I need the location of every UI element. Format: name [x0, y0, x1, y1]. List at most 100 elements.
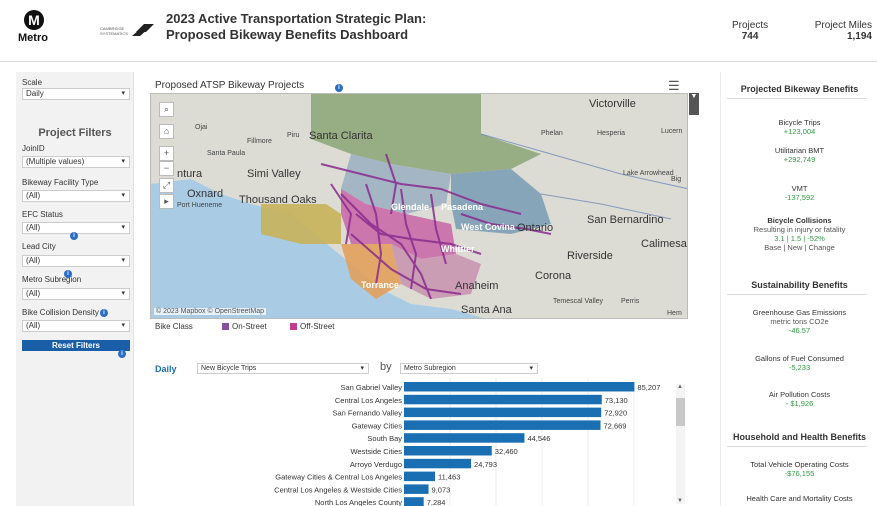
region-south-bay: [341, 244, 401, 299]
metric-value: - $1,926: [785, 399, 814, 408]
category-label: San Fernando Valley: [333, 409, 403, 418]
bar[interactable]: [404, 433, 525, 443]
filter-value: (All): [26, 289, 41, 298]
bar[interactable]: [404, 394, 602, 405]
place-label: Lake Arrowhead: [623, 170, 674, 177]
category-label: North Los Angeles County: [315, 498, 402, 506]
bar[interactable]: [404, 497, 424, 506]
scale-select[interactable]: Daily ▾: [22, 88, 130, 100]
place-label: Lucern: [661, 128, 683, 135]
page-title: 2023 Active Transportation Strategic Pla…: [166, 11, 426, 43]
place-label: Port Hueneme: [177, 202, 223, 209]
bar[interactable]: [404, 407, 602, 418]
divider: [727, 98, 867, 99]
project-map[interactable]: Victorville Ojai Fillmore Piru Santa Cla…: [150, 93, 688, 319]
info-icon[interactable]: i: [64, 270, 72, 278]
metric-health-care-costs: Health Care and Mortality Costs: [721, 494, 877, 503]
category-label: San Gabriel Valley: [340, 383, 402, 392]
metro-logo-text: Metro: [18, 32, 48, 44]
bar[interactable]: [404, 420, 601, 430]
map-pan-tool-button[interactable]: ⤢: [159, 178, 174, 193]
info-icon[interactable]: i: [70, 232, 78, 240]
map-search-button[interactable]: ⌕: [159, 102, 174, 117]
project-miles-label: Project Miles: [814, 20, 872, 31]
info-icon[interactable]: i: [118, 350, 126, 358]
map-canvas[interactable]: [151, 94, 688, 319]
bar[interactable]: [404, 471, 435, 482]
metric-select[interactable]: New Bicycle Trips ▾: [197, 363, 369, 374]
place-label: Calimesa: [641, 238, 687, 250]
map-ocean: [151, 179, 484, 318]
place-label: West Covina: [461, 222, 515, 232]
bar-value-label: 11,463: [438, 473, 460, 482]
benefits-panel: Projected Bikeway Benefits Bicycle Trips…: [720, 72, 877, 506]
metric-bicycle-collisions: Bicycle Collisions Resulting in injury o…: [721, 216, 877, 252]
category-label: South Bay: [367, 434, 402, 443]
place-label: Santa Paula: [207, 150, 246, 157]
bar-value-label: 85,207: [637, 383, 660, 392]
scale-label: Scale: [22, 78, 43, 87]
place-label: Oxnard: [187, 188, 224, 200]
filter-funnel-icon[interactable]: ▼: [689, 93, 699, 115]
section-title-sustainability: Sustainability Benefits: [751, 280, 848, 290]
project-miles-value: 1,194: [846, 31, 872, 42]
scroll-down-icon[interactable]: ▼: [677, 498, 683, 504]
bar[interactable]: [404, 458, 472, 469]
info-icon[interactable]: i: [100, 309, 108, 317]
metric-value: 3.1 | 1.5 | -52%: [774, 234, 825, 243]
place-label: Big: [671, 176, 682, 183]
filter-select-joinid[interactable]: (Multiple values) ▾: [22, 156, 130, 168]
bar-value-label: 32,460: [495, 447, 518, 456]
menu-icon[interactable]: ☰: [668, 78, 680, 93]
metric-value: +123,004: [783, 127, 816, 136]
bar[interactable]: [404, 382, 635, 392]
filter-value: (Multiple values): [26, 157, 85, 166]
bar-value-label: 7,284: [427, 498, 446, 506]
divider: [727, 294, 867, 295]
map-zoom-in-button[interactable]: +: [159, 146, 174, 161]
filter-select-collision-density[interactable]: (All) ▾: [22, 320, 130, 332]
region-san-gabriel: [451, 169, 551, 234]
map-home-button[interactable]: ⌂: [159, 124, 174, 139]
metric-sublabel: Base | New | Change: [764, 243, 835, 252]
partner-logo-text: CAMBRIDGE SYSTEMATICS: [100, 26, 128, 36]
legend-item-on-street[interactable]: On-Street: [222, 322, 267, 331]
place-label: San Bernardino: [587, 214, 664, 226]
scale-select-value: Daily: [26, 89, 44, 98]
bar[interactable]: [404, 484, 429, 494]
legend-swatch: [222, 323, 229, 331]
metric-utilitarian-bmt: Utilitarian BMT +292,749: [721, 146, 877, 164]
metric-value: -137,592: [784, 193, 815, 202]
chevron-down-icon: ▾: [121, 90, 125, 97]
chevron-down-icon: ▾: [121, 224, 125, 231]
map-zoom-out-button[interactable]: −: [159, 161, 174, 176]
chevron-down-icon: ▾: [121, 192, 125, 199]
chart-scrollbar[interactable]: ▲ ▼: [676, 384, 685, 504]
bar[interactable]: [404, 446, 492, 456]
filter-select-facility-type[interactable]: (All) ▾: [22, 190, 130, 202]
info-icon[interactable]: i: [334, 84, 343, 92]
place-label: Piru: [287, 132, 300, 139]
filter-select-metro-subregion[interactable]: (All) ▾: [22, 288, 130, 300]
map-title-text: Proposed ATSP Bikeway Projects: [155, 80, 305, 91]
group-by-select[interactable]: Metro Subregion ▾: [400, 363, 538, 374]
filter-select-lead-city[interactable]: (All) ▾: [22, 255, 130, 267]
scroll-up-icon[interactable]: ▲: [677, 384, 683, 390]
group-by-select-value: Metro Subregion: [404, 365, 456, 372]
scrollbar-thumb[interactable]: [676, 398, 685, 426]
metric-vehicle-operating-costs: Total Vehicle Operating Costs -$76,155: [721, 460, 877, 478]
metric-bicycle-trips: Bicycle Trips +123,004: [721, 118, 877, 136]
map-title: Proposed ATSP Bikeway Projects i: [155, 80, 343, 92]
map-expand-toolbar-button[interactable]: ▸: [159, 194, 174, 209]
legend-item-off-street[interactable]: Off-Street: [290, 322, 335, 331]
reset-filters-button[interactable]: Reset Filters: [22, 340, 130, 351]
filter-value: (All): [26, 256, 41, 265]
filter-value: (All): [26, 321, 41, 330]
place-label: Hem: [667, 310, 682, 317]
category-label: Gateway Cities & Central Los Angeles: [275, 473, 402, 482]
filter-label-lead-city: Lead City: [22, 242, 56, 251]
place-label: Temescal Valley: [553, 298, 604, 305]
place-label: Simi Valley: [247, 168, 301, 180]
region-gateway: [391, 244, 481, 299]
place-label: Santa Clarita: [309, 130, 373, 142]
